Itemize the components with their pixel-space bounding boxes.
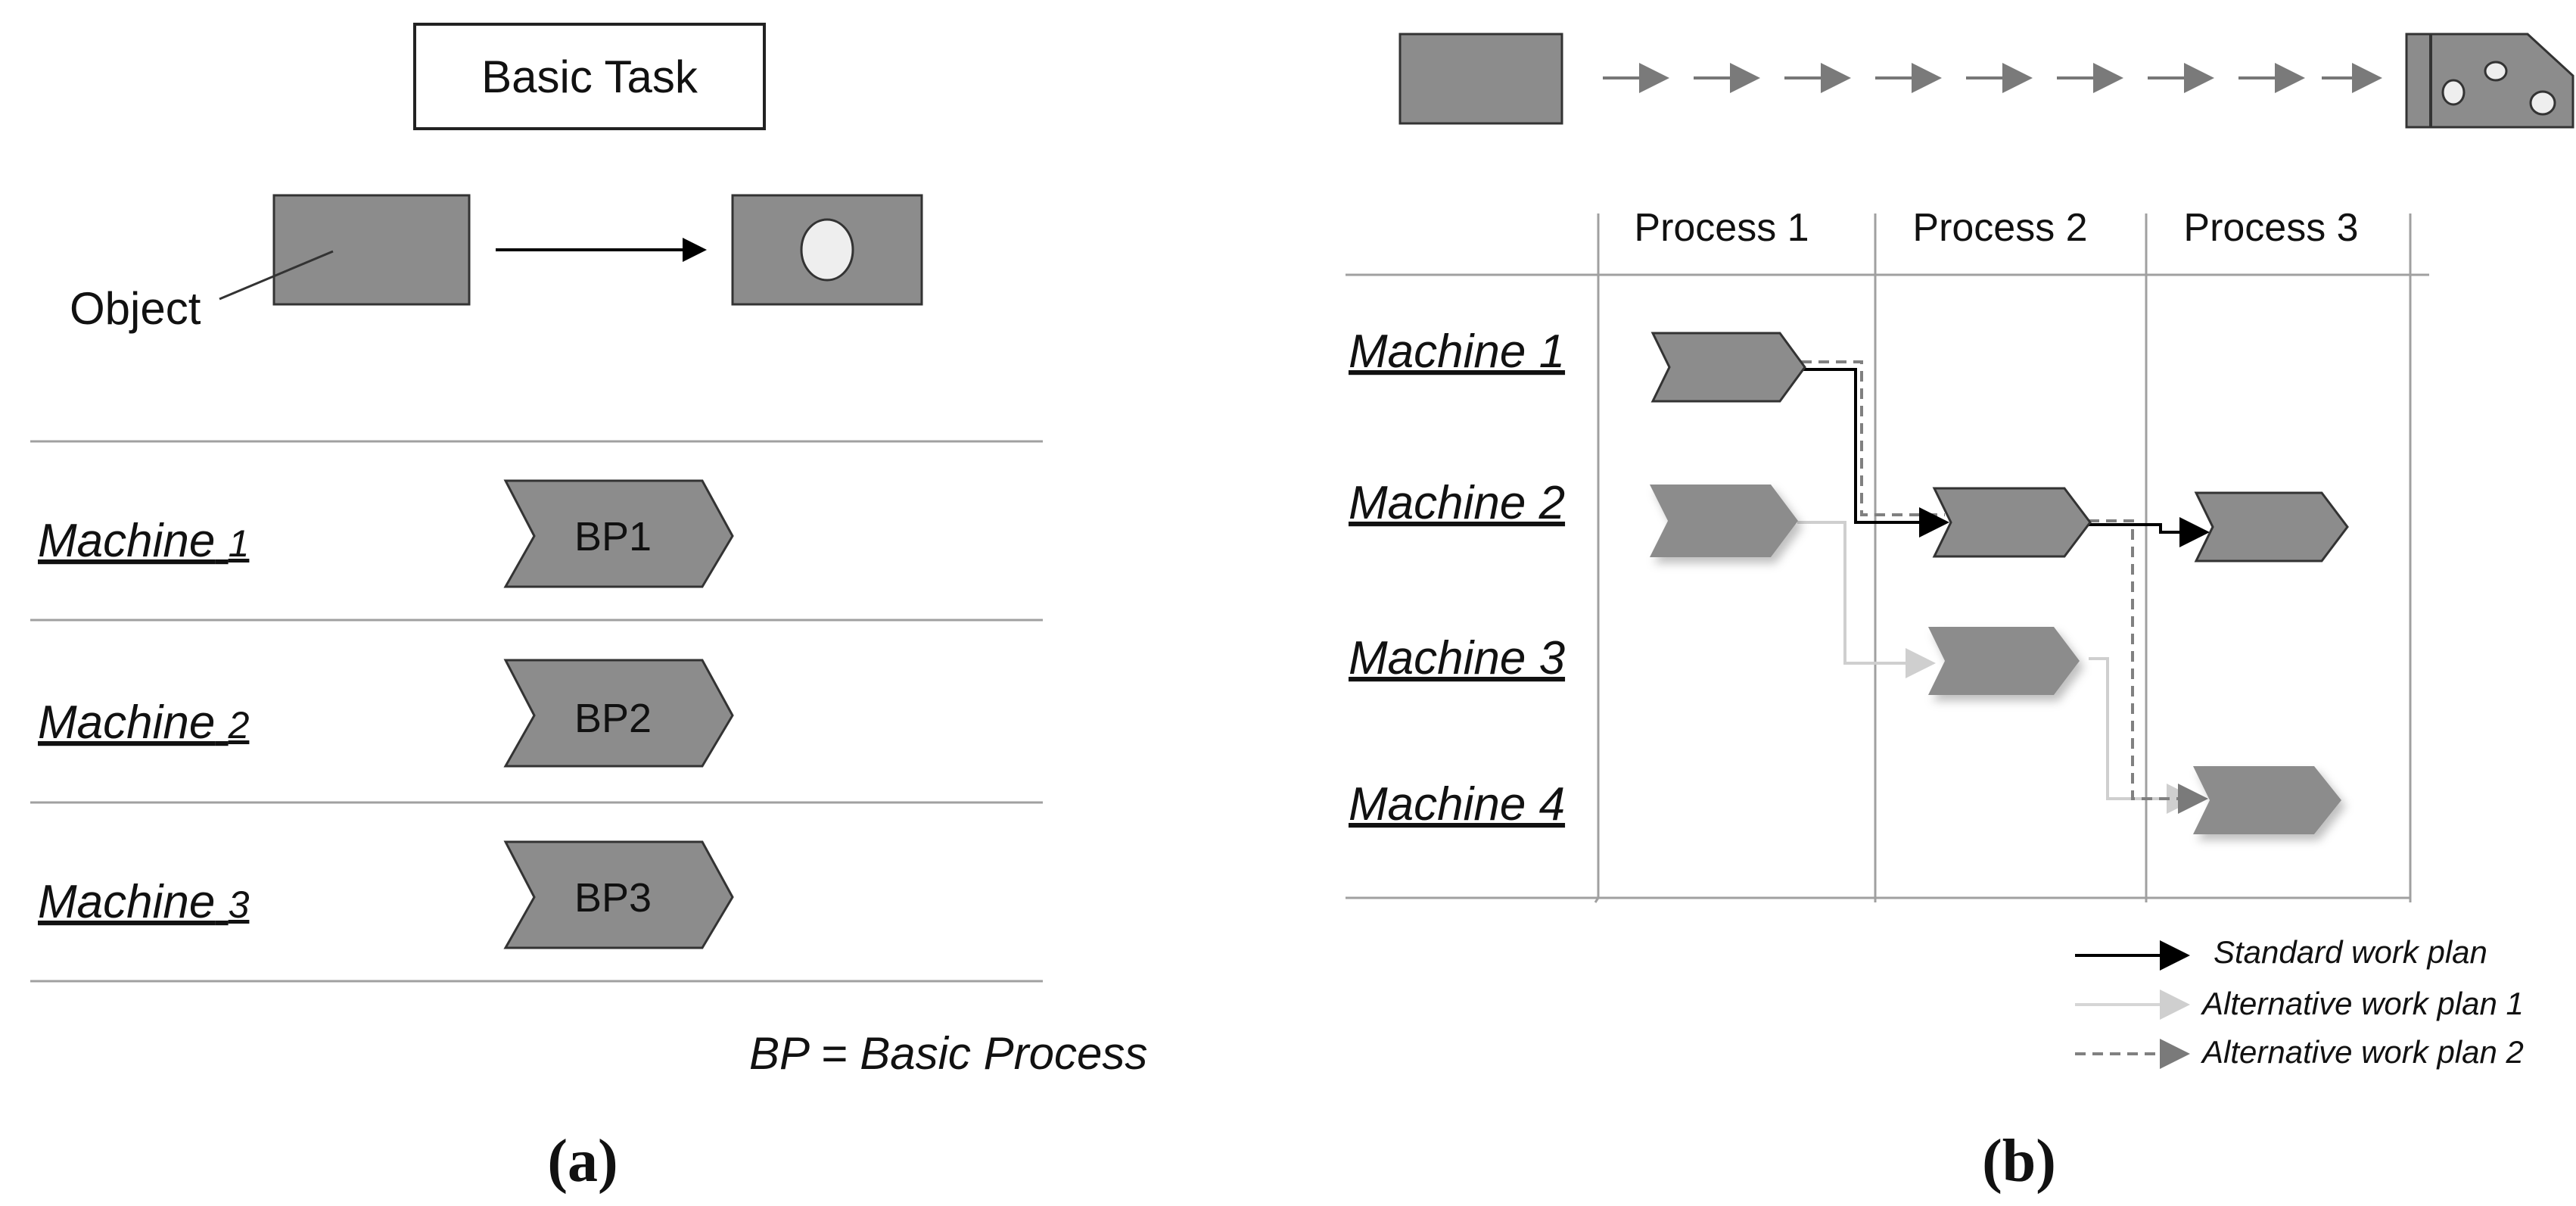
process-chevron — [2193, 766, 2341, 834]
bp-label: BP2 — [574, 696, 652, 741]
machine-row: Machine 1 BP1 — [38, 479, 734, 588]
process-chevron — [1932, 487, 2092, 558]
process-chevron — [1650, 485, 1798, 557]
svg-text:Machine 2: Machine 2 — [38, 696, 250, 749]
process-chevron — [1928, 627, 2080, 695]
basic-task-title: Basic Task — [481, 51, 698, 102]
legend: Standard work plan Alternative work plan… — [2075, 934, 2524, 1070]
process-chevron — [2194, 491, 2349, 562]
standard-plan-path — [1801, 368, 2210, 547]
bp-chevron — [503, 659, 734, 768]
legend-standard-label: Standard work plan — [2214, 934, 2487, 970]
machine-number: 2 — [228, 704, 250, 746]
machine-label: Machine 1 — [1349, 326, 1565, 378]
finished-part-icon — [2405, 33, 2574, 129]
machine-label: Machine 3 — [1349, 632, 1565, 684]
bp-chevron — [503, 479, 734, 588]
object-pointer — [219, 250, 334, 301]
alt-plan-2-path — [1801, 360, 2208, 814]
panel-caption: (a) — [547, 1128, 618, 1195]
machine-label: Machine — [38, 876, 215, 928]
object-shape — [272, 194, 471, 306]
bp-label: BP1 — [574, 514, 652, 559]
legend-alt2-label: Alternative work plan 2 — [2200, 1034, 2524, 1070]
machine-label: Machine — [38, 515, 215, 567]
svg-text:Machine 3: Machine 3 — [38, 876, 250, 928]
svg-text:Machine 1: Machine 1 — [38, 515, 249, 567]
panel-a: Basic Task Object Machine 1 BP1 Machine … — [30, 23, 1147, 1195]
grid-line — [1594, 897, 1600, 903]
object-label: Object — [70, 283, 201, 334]
machine-label: Machine 4 — [1349, 778, 1565, 830]
machine-label: Machine — [38, 696, 215, 749]
panel-b: Process 1 Process 2 Process 3 Machine 1 … — [1346, 33, 2574, 1195]
machine-number: 3 — [229, 883, 250, 926]
machine-row: Machine 3 BP3 — [38, 840, 734, 949]
bp-label: BP3 — [574, 875, 652, 921]
footnote: BP = Basic Process — [749, 1028, 1147, 1079]
raw-part-shape — [1398, 33, 1563, 125]
panel-caption: (b) — [1982, 1128, 2056, 1195]
process-header: Process 2 — [1912, 206, 2087, 250]
hole-icon — [800, 218, 854, 282]
machine-row: Machine 2 BP2 — [38, 659, 734, 768]
basic-task-box: Basic Task — [413, 23, 766, 130]
process-header: Process 3 — [2183, 206, 2358, 250]
machine-number: 1 — [229, 522, 250, 565]
process-chevron — [1650, 332, 1806, 403]
legend-alt1-label: Alternative work plan 1 — [2200, 986, 2524, 1021]
machine-label: Machine 2 — [1349, 477, 1565, 529]
bp-chevron — [503, 840, 734, 949]
process-header: Process 1 — [1634, 206, 1809, 250]
